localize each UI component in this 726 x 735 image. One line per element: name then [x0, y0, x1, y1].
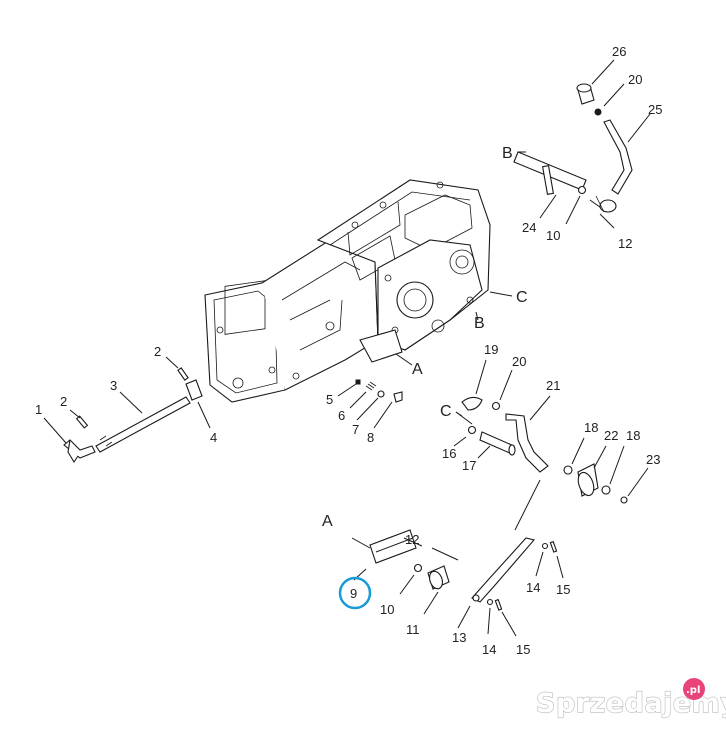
watermark-badge: [683, 678, 705, 700]
highlight-circle-part-9: [338, 576, 372, 610]
watermark-badge-text: .pl: [686, 685, 700, 696]
part-19-plug: [461, 359, 487, 411]
part-25-lever: [595, 113, 651, 213]
ref-letter-A-housing: A: [412, 361, 423, 378]
label-14-lower: 14: [482, 642, 496, 657]
part-14-15-lower: [486, 540, 564, 637]
reference-leaders: [351, 151, 526, 549]
transmission-housing: [204, 179, 491, 403]
part-13-lever: [457, 537, 536, 629]
label-9: 9: [350, 586, 357, 601]
label-18-left: 18: [584, 420, 598, 435]
ref-letter-B-housing: B: [474, 315, 485, 332]
label-6: 6: [338, 408, 345, 423]
label-7: 7: [352, 422, 359, 437]
label-17: 17: [462, 458, 476, 473]
label-10-lower: 10: [380, 602, 394, 617]
label-13: 13: [452, 630, 466, 645]
ref-letter-B-top: B: [502, 145, 513, 162]
ref-letter-C-housing: C: [516, 289, 528, 306]
label-19: 19: [484, 342, 498, 357]
label-18-right: 18: [626, 428, 640, 443]
label-26: 26: [612, 44, 626, 59]
linkage-connector: [514, 479, 541, 531]
part-2-pin-right: [165, 356, 189, 381]
part-3-shift-shaft: [95, 391, 191, 453]
part-20-ring-mid: [491, 369, 513, 411]
parts-5-8-detent: [337, 379, 403, 429]
label-5: 5: [326, 392, 333, 407]
label-15-upper: 15: [556, 582, 570, 597]
label-14-upper: 14: [526, 580, 540, 595]
part-4-holder: [185, 379, 211, 429]
part-20-ring-top: [594, 83, 625, 116]
part-18-22-23-bushings: [563, 437, 649, 504]
label-12-lower: 12: [405, 532, 419, 547]
label-10-top: 10: [546, 228, 560, 243]
part-21-lever-arm: [505, 395, 551, 473]
label-23: 23: [646, 452, 660, 467]
label-4: 4: [210, 430, 217, 445]
label-20-mid: 20: [512, 354, 526, 369]
label-20-top: 20: [628, 72, 642, 87]
part-labels: 1 2 2 3 4 5 6 7 8 9 10 10 11 12 12 13 14…: [35, 44, 662, 657]
ref-letter-C-mid: C: [440, 403, 452, 420]
label-2-right: 2: [154, 344, 161, 359]
part-10-ring: [399, 563, 423, 595]
label-1: 1: [35, 402, 42, 417]
label-12-top: 12: [618, 236, 632, 251]
part-1-fork: [43, 417, 96, 464]
part-12-pin: [403, 537, 459, 561]
label-24: 24: [522, 220, 536, 235]
label-16: 16: [442, 446, 456, 461]
part-10-12-top: [565, 185, 615, 229]
label-22: 22: [604, 428, 618, 443]
label-3: 3: [110, 378, 117, 393]
label-15-lower: 15: [516, 642, 530, 657]
label-11: 11: [406, 622, 420, 637]
ref-letter-A-lower: A: [322, 513, 333, 530]
label-21: 21: [546, 378, 560, 393]
label-25: 25: [648, 102, 662, 117]
part-11-bushing: [423, 565, 450, 615]
part-24-shaft: [513, 151, 587, 219]
part-2-pin-left: [69, 409, 89, 429]
label-8: 8: [367, 430, 374, 445]
part-26-cap: [576, 59, 615, 105]
watermark-logo: Sprzedajemy .pl: [535, 678, 726, 720]
label-2-left: 2: [60, 394, 67, 409]
